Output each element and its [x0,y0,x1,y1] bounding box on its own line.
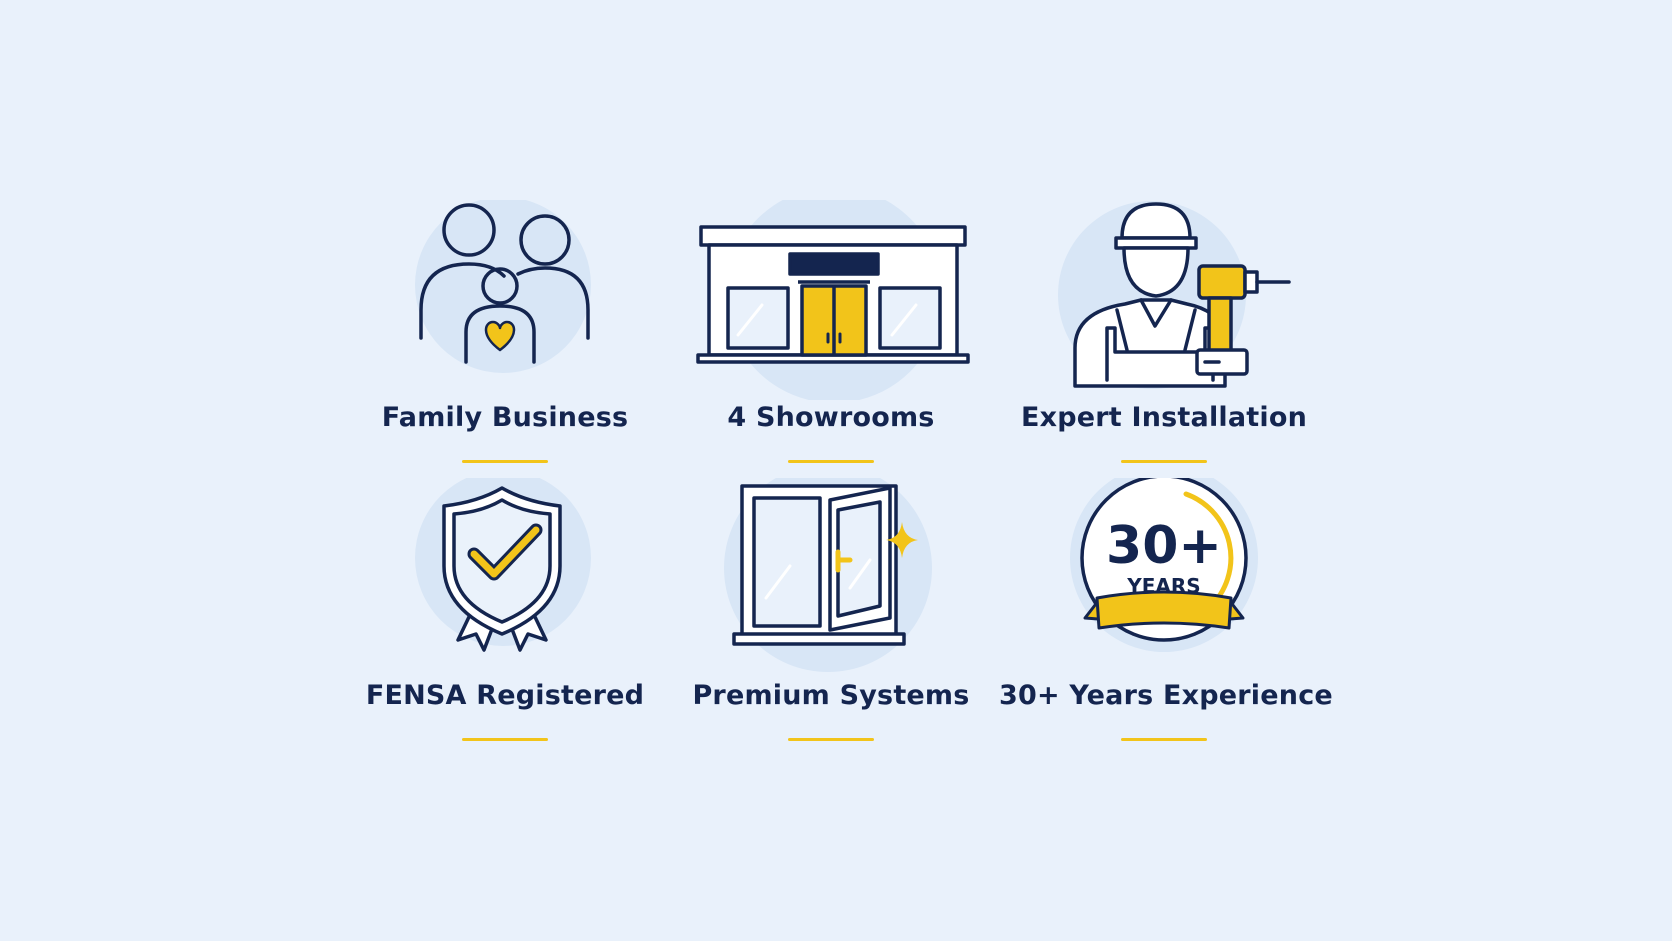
feature-label: 4 Showrooms [727,402,935,433]
feature-underline [788,460,874,463]
feature-underline [788,738,874,741]
shield-check-icon [340,478,670,698]
feature-30-years-experience: 30+ YEARS 30+ Years Experience [999,478,1333,768]
feature-label: FENSA Registered [365,680,645,711]
feature-4-showrooms: 4 Showrooms [666,200,996,490]
feature-underline [462,460,548,463]
feature-underline [462,738,548,741]
family-heart-icon [340,200,670,420]
years-badge-icon: 30+ YEARS [999,478,1329,698]
badge-number: 30+ [1106,516,1222,576]
feature-label: Expert Installation [1020,402,1308,433]
feature-underline [1121,738,1207,741]
feature-expert-installation: Expert Installation [999,200,1329,490]
badge-unit: YEARS [1127,574,1201,598]
window-sparkle-icon [666,478,996,698]
feature-premium-systems: Premium Systems [666,478,996,768]
installer-drill-icon [999,200,1329,420]
feature-label: Premium Systems [692,680,970,711]
feature-label: Family Business [381,402,629,433]
storefront-icon [666,200,996,420]
feature-fensa-registered: FENSA Registered [340,478,670,768]
feature-underline [1121,460,1207,463]
feature-family-business: Family Business [340,200,670,490]
feature-label: 30+ Years Experience [999,680,1333,711]
